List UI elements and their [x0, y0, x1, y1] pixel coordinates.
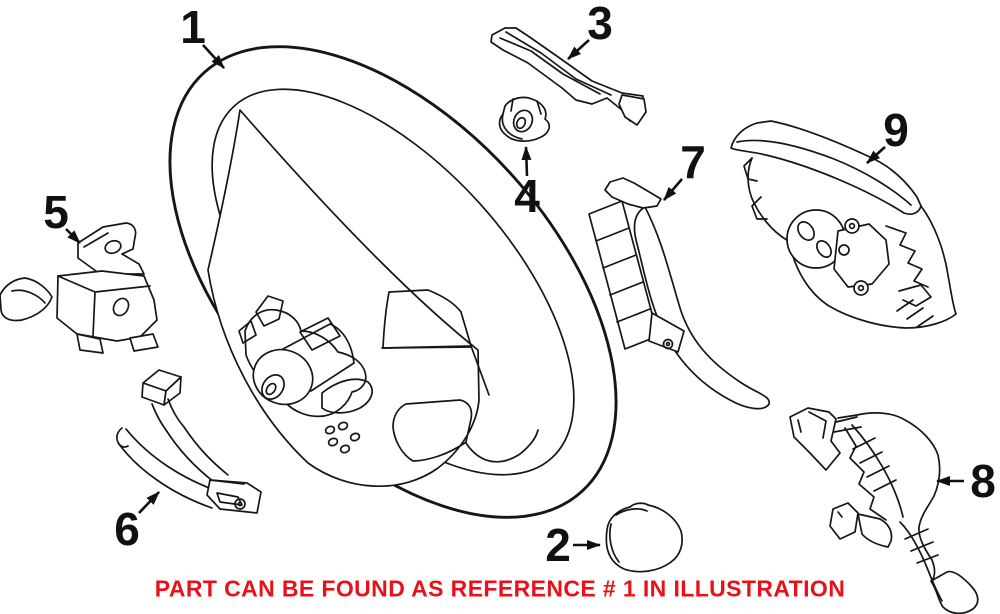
- callout-arrow-6: [139, 492, 159, 513]
- reference-caption: PART CAN BE FOUND AS REFERENCE # 1 IN IL…: [154, 575, 846, 602]
- callout-arrows: [66, 40, 964, 550]
- callout-label-4-lock-nut: 4: [514, 170, 540, 222]
- part-steering-wheel: [85, 0, 700, 599]
- callout-arrow-1: [203, 45, 224, 68]
- part-lock-nut: [500, 97, 550, 141]
- callout-label-8-paddle-shift-switch: 8: [970, 455, 996, 507]
- callout-label-3-bracket: 3: [587, 0, 613, 49]
- callout-arrow-3: [568, 40, 589, 59]
- part-paddle-shift-switch: [790, 408, 978, 613]
- callout-label-6-wire-harness: 6: [114, 503, 140, 555]
- callout-label-1-steering-wheel: 1: [180, 1, 206, 53]
- callout-arrow-9: [867, 147, 885, 163]
- part-stalk-switch: [589, 178, 769, 409]
- callout-arrow-7: [664, 179, 682, 200]
- callout-label-5-left-switch: 5: [43, 186, 69, 238]
- part-cover-cap: [606, 503, 682, 571]
- part-airbag-module: [731, 121, 956, 328]
- part-bracket: [491, 28, 646, 125]
- callout-arrow-4: [521, 146, 532, 176]
- part-wire-harness: [117, 370, 261, 513]
- part-left-switch: [0, 223, 158, 353]
- callout-arrow-5: [66, 229, 80, 243]
- callout-label-9-airbag-module: 9: [883, 104, 909, 156]
- callout-label-2-cover-cap: 2: [545, 519, 571, 571]
- callout-label-7-stalk-switch: 7: [680, 136, 706, 188]
